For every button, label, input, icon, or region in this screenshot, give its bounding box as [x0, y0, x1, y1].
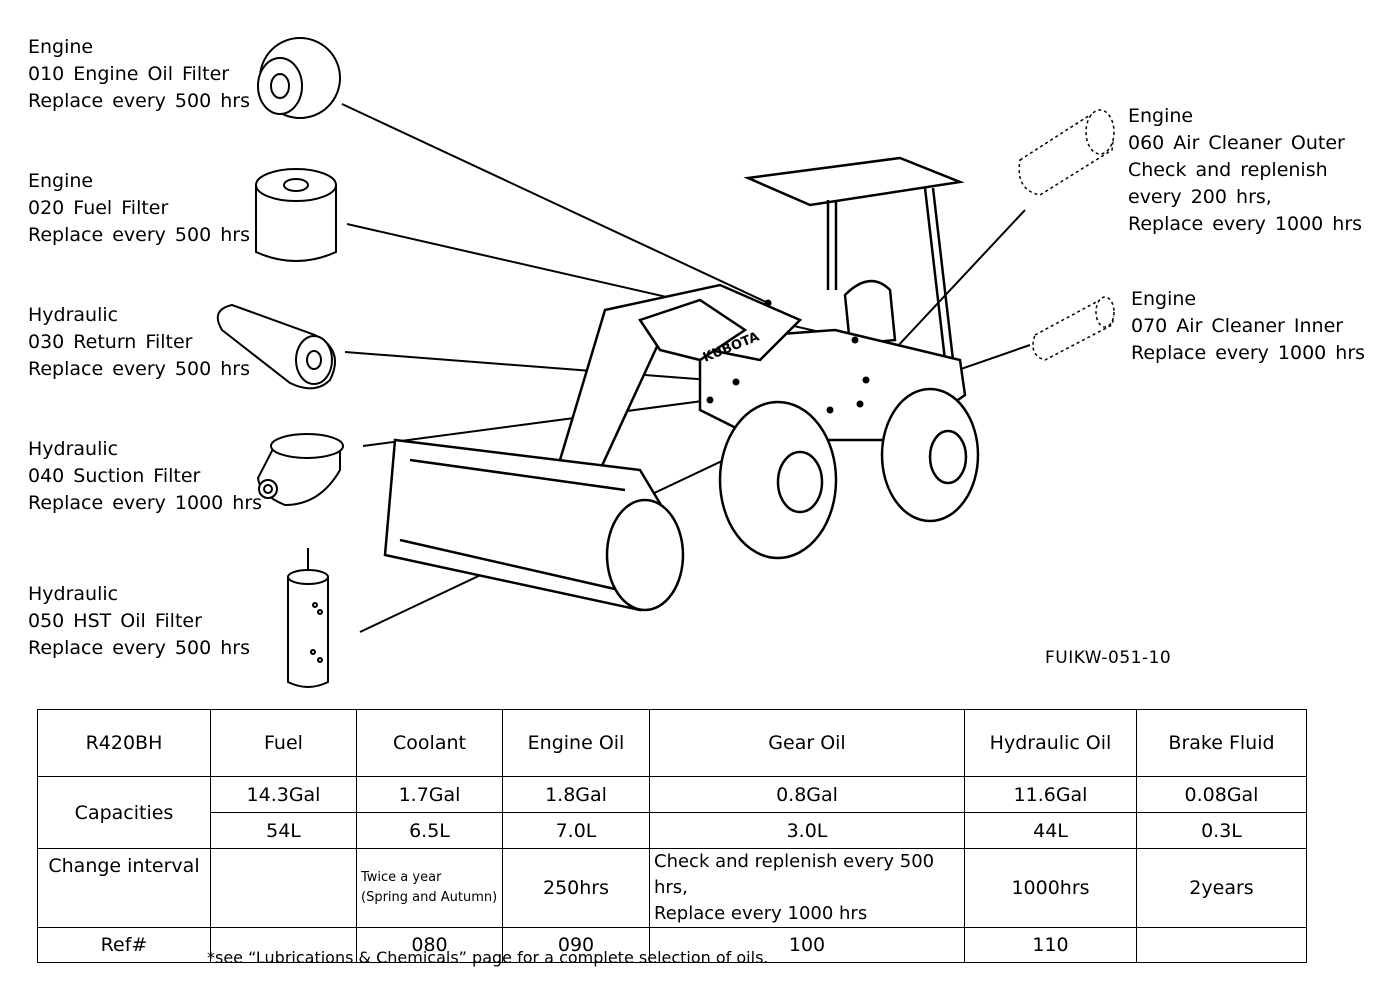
callout-category: Hydraulic: [28, 438, 119, 460]
coolant-interval-line2: (Spring and Autumn): [361, 890, 498, 905]
column-header: Gear Oil: [649, 709, 965, 777]
callout-category: Engine: [1131, 288, 1197, 310]
callout-title: 030 Return Filter: [28, 331, 193, 353]
engine-oil-filter-icon: [257, 37, 341, 119]
table-header-row: R420BH Fuel Coolant Engine Oil Gear Oil …: [37, 709, 1307, 777]
footnote: *see “Lubrications & Chemicals” page for…: [207, 948, 769, 967]
callout-category: Engine: [28, 170, 94, 192]
model-cell: R420BH: [37, 709, 211, 777]
callout-020: Engine 020 Fuel Filter Replace every 500…: [28, 168, 250, 249]
air-cleaner-outer-icon: [1018, 109, 1115, 196]
callout-category: Hydraulic: [28, 583, 119, 605]
table-cell: 0.8Gal: [649, 776, 965, 813]
callout-030: Hydraulic 030 Return Filter Replace ever…: [28, 302, 250, 383]
table-cell: Check and replenish every 500 hrs, Repla…: [649, 848, 965, 928]
callout-interval: Replace every 500 hrs: [28, 90, 250, 112]
column-header: Fuel: [210, 709, 357, 777]
callout-interval: Replace every 1000 hrs: [1131, 342, 1366, 364]
table-cell: 2years: [1136, 848, 1307, 928]
capacities-table: R420BH Fuel Coolant Engine Oil Gear Oil …: [37, 709, 1307, 963]
loader-diagram: KUBOTA: [216, 37, 1115, 688]
hst-oil-filter-icon: [287, 548, 329, 688]
figure-code: FUIKW-051-10: [1045, 648, 1172, 668]
callout-010: Engine 010 Engine Oil Filter Replace eve…: [28, 34, 250, 115]
row-label: Change interval: [37, 848, 211, 928]
callout-040: Hydraulic 040 Suction Filter Replace eve…: [28, 436, 262, 517]
table-cell: 250hrs: [502, 848, 650, 928]
table-cell: Twice a year (Spring and Autumn): [356, 848, 503, 928]
callout-title: 060 Air Cleaner Outer: [1128, 132, 1345, 154]
callout-interval: Replace every 1000 hrs: [1128, 213, 1363, 235]
callout-title: 070 Air Cleaner Inner: [1131, 315, 1344, 337]
table-cell: 0.08Gal: [1136, 776, 1307, 813]
callout-title: 040 Suction Filter: [28, 465, 201, 487]
table-cell: 44L: [964, 812, 1137, 849]
callout-interval: every 200 hrs,: [1128, 186, 1272, 208]
return-filter-icon: [216, 303, 336, 390]
table-cell: 14.3Gal: [210, 776, 357, 813]
callout-050: Hydraulic 050 HST Oil Filter Replace eve…: [28, 581, 250, 662]
air-cleaner-inner-icon: [1032, 296, 1115, 361]
callout-category: Engine: [28, 36, 94, 58]
table-row: Ref# 080 090 100 110: [37, 927, 1307, 963]
column-header: Brake Fluid: [1136, 709, 1307, 777]
callout-interval: Check and replenish: [1128, 159, 1328, 181]
table-cell: 1.7Gal: [356, 776, 503, 813]
callout-category: Hydraulic: [28, 304, 119, 326]
callout-070: Engine 070 Air Cleaner Inner Replace eve…: [1131, 286, 1365, 367]
table-cell: 1.8Gal: [502, 776, 650, 813]
table-cell: [210, 927, 357, 963]
callout-060: Engine 060 Air Cleaner Outer Check and r…: [1128, 103, 1362, 238]
callout-interval: Replace every 500 hrs: [28, 358, 250, 380]
table-cell: [210, 848, 357, 928]
table-cell: 110: [964, 927, 1137, 963]
leader-line-030: [344, 351, 737, 383]
table-cell: 0.3L: [1136, 812, 1307, 849]
callout-interval: Replace every 1000 hrs: [28, 492, 263, 514]
table-row: 54L 6.5L 7.0L 3.0L 44L 0.3L: [38, 812, 1307, 849]
gear-oil-interval-line2: Replace every 1000 hrs: [654, 903, 868, 924]
callout-category: Engine: [1128, 105, 1194, 127]
table-cell: [1136, 927, 1307, 963]
table-cell: 11.6Gal: [964, 776, 1137, 813]
table-cell: 7.0L: [502, 812, 650, 849]
fuel-filter-icon: [255, 168, 337, 262]
callout-interval: Replace every 500 hrs: [28, 637, 250, 659]
column-header: Hydraulic Oil: [964, 709, 1137, 777]
wheel-loader-illustration: KUBOTA: [383, 156, 980, 612]
callout-title: 010 Engine Oil Filter: [28, 63, 230, 85]
column-header: Engine Oil: [502, 709, 650, 777]
coolant-interval-line1: Twice a year: [361, 870, 442, 885]
column-header: Coolant: [356, 709, 503, 777]
leader-line-040: [362, 399, 711, 447]
table-row: Change interval Twice a year (Spring and…: [37, 848, 1307, 928]
row-label: Ref#: [37, 927, 211, 963]
table-cell: 1000hrs: [964, 848, 1137, 928]
table-cell: 100: [649, 927, 965, 963]
table-row: Capacities 14.3Gal 1.7Gal 1.8Gal 0.8Gal …: [37, 776, 1307, 849]
gear-oil-interval-line1: Check and replenish every 500 hrs,: [654, 851, 935, 898]
suction-filter-icon: [256, 433, 344, 507]
row-label: Capacities: [37, 776, 211, 849]
callout-title: 020 Fuel Filter: [28, 197, 169, 219]
leader-line-010: [341, 103, 769, 304]
callout-interval: Replace every 500 hrs: [28, 224, 250, 246]
table-cell: 6.5L: [356, 812, 503, 849]
table-cell: 3.0L: [649, 812, 965, 849]
callout-title: 050 HST Oil Filter: [28, 610, 202, 632]
table-cell: 54L: [210, 812, 357, 849]
